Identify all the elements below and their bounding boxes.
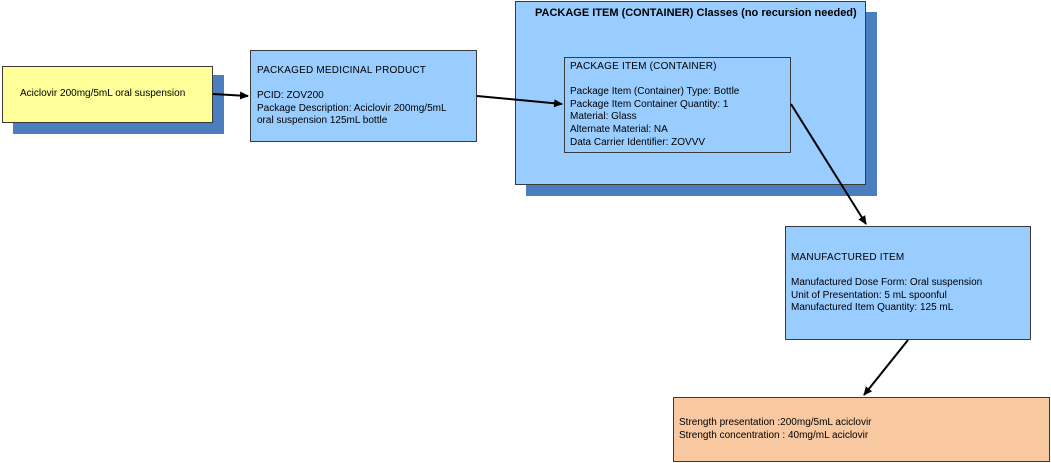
strength-box[interactable]: Strength presentation :200mg/5mL aciclov… xyxy=(673,397,1050,462)
package-description-line1: Package Description: Aciclovir 200mg/5mL xyxy=(257,102,447,114)
package-description-line2: oral suspension 125mL bottle xyxy=(257,115,388,127)
packaged-medicinal-product-title: PACKAGED MEDICINAL PRODUCT xyxy=(257,65,427,76)
package-item-group-title: PACKAGE ITEM (CONTAINER) Classes (no rec… xyxy=(535,7,857,19)
strength-concentration: Strength concentration : 40mg/mL aciclov… xyxy=(679,429,869,441)
drug-name-label: Aciclovir 200mg/5mL oral suspension xyxy=(20,88,186,99)
arrow-drug-to-packaged-product xyxy=(212,91,249,100)
package-item-material: Material: Glass xyxy=(570,111,637,123)
package-item-box[interactable]: PACKAGE ITEM (CONTAINER) Package Item (C… xyxy=(564,57,791,153)
package-item-type: Package Item (Container) Type: Bottle xyxy=(570,85,740,97)
drug-name-box[interactable]: Aciclovir 200mg/5mL oral suspension xyxy=(2,66,213,123)
arrow-manufactured-item-to-strength xyxy=(863,339,909,396)
arrow-package-item-to-manufactured-item xyxy=(790,103,867,225)
manufactured-item-title: MANUFACTURED ITEM xyxy=(791,252,905,263)
package-item-title: PACKAGE ITEM (CONTAINER) xyxy=(570,61,717,72)
strength-presentation: Strength presentation :200mg/5mL aciclov… xyxy=(679,417,872,428)
manufactured-dose-form: Manufactured Dose Form: Oral suspension xyxy=(791,276,983,288)
arrow-packaged-product-to-package-item xyxy=(476,95,563,108)
packaged-medicinal-product-box[interactable]: PACKAGED MEDICINAL PRODUCT PCID: ZOV200 … xyxy=(250,50,477,142)
package-item-quantity: Package Item Container Quantity: 1 xyxy=(570,98,729,110)
unit-of-presentation: Unit of Presentation: 5 mL spoonful xyxy=(791,289,947,301)
package-item-data-carrier: Data Carrier Identifier: ZOVVV xyxy=(570,136,706,148)
package-item-alternate-material: Alternate Material: NA xyxy=(570,124,668,136)
pcid-text: PCID: ZOV200 xyxy=(257,89,324,101)
manufactured-item-quantity: Manufactured Item Quantity: 125 mL xyxy=(791,302,954,314)
manufactured-item-box[interactable]: MANUFACTURED ITEM Manufactured Dose Form… xyxy=(785,226,1031,340)
